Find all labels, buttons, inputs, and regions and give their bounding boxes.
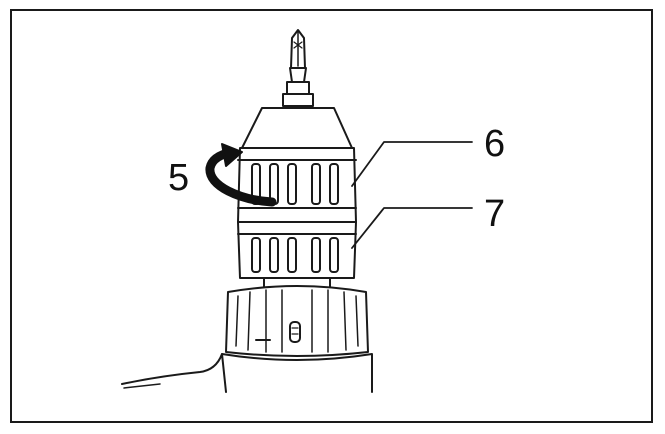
- clutch-collar: [225, 277, 369, 357]
- callout-5: 5: [168, 157, 189, 199]
- callout-6: 6: [484, 123, 505, 165]
- chuck-nose: [241, 107, 353, 149]
- leader-line-6: [351, 141, 473, 187]
- callout-7: 7: [484, 193, 505, 235]
- sleeve-rotation-arrow: [205, 143, 277, 207]
- rear-sleeve: [237, 147, 357, 223]
- drill-body: [121, 353, 373, 393]
- leader-line-7: [351, 207, 473, 249]
- front-sleeve: [237, 221, 357, 279]
- screwdriver-bit: [282, 29, 314, 107]
